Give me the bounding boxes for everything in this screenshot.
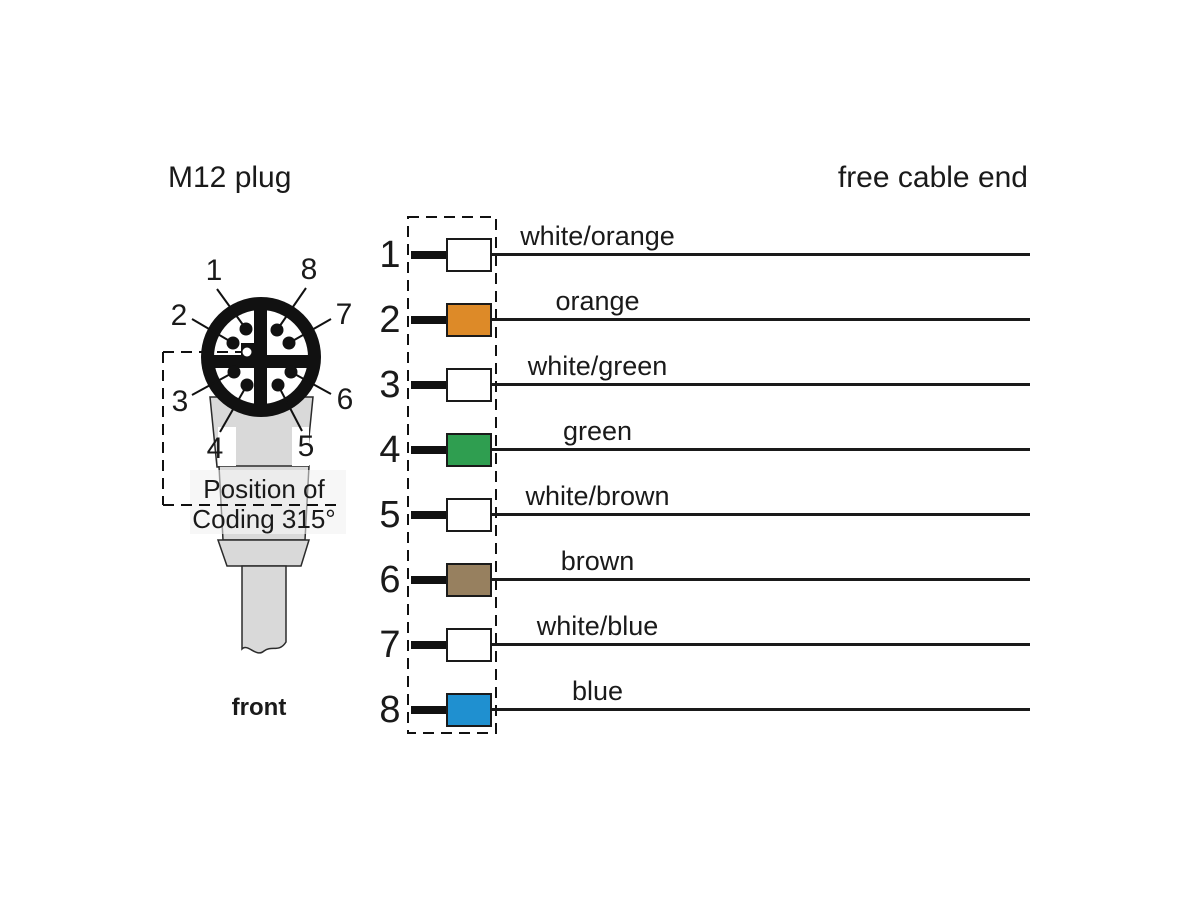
leader-line-3: [191, 371, 235, 396]
wire-pin-number-6: 6: [379, 559, 401, 601]
pin-number-label-4: 4: [206, 432, 224, 465]
wire-pin-number-4: 4: [379, 429, 401, 471]
pin-dot-6: [284, 365, 298, 379]
wire-color-box-8: [446, 693, 492, 727]
wire-stub-4: [411, 446, 447, 454]
pin-dot-7: [282, 336, 296, 350]
leader-line-7: [288, 318, 332, 344]
front-label: front: [231, 694, 287, 721]
coding-position-line1: Position of: [203, 474, 325, 504]
coding-position-line2: Coding 315°: [192, 504, 336, 534]
pin-number-label-2: 2: [170, 299, 188, 332]
pin-dot-8: [270, 323, 284, 337]
wire-color-box-4: [446, 433, 492, 467]
wire-line-3: [491, 383, 1030, 386]
wire-color-label-8: blue: [571, 676, 624, 706]
wire-line-2: [491, 318, 1030, 321]
wire-stub-7: [411, 641, 447, 649]
wire-color-label-2: orange: [555, 286, 640, 316]
wire-color-label-4: green: [562, 416, 633, 446]
wire-color-label-3: white/green: [527, 351, 668, 381]
wire-pin-number-7: 7: [379, 624, 401, 666]
pin-dots: [226, 322, 298, 392]
wire-pin-number-2: 2: [379, 299, 401, 341]
leader-lines: [191, 287, 332, 433]
wire-pin-number-8: 8: [379, 689, 401, 731]
wire-color-box-5: [446, 498, 492, 532]
pin-number-label-7: 7: [335, 298, 353, 331]
pin-dot-4: [240, 378, 254, 392]
leader-line-5: [277, 384, 303, 432]
wire-color-box-6: [446, 563, 492, 597]
wire-line-6: [491, 578, 1030, 581]
pin-dot-3: [227, 365, 241, 379]
wire-color-box-7: [446, 628, 492, 662]
wire-rows-graphics: [411, 238, 1030, 727]
leader-line-1: [216, 288, 247, 330]
wire-termination-dashed-box: [407, 216, 497, 734]
coding-position-note: Position of Coding 315°: [178, 474, 350, 534]
pin-dot-2: [226, 336, 240, 350]
wire-stub-3: [411, 381, 447, 389]
wire-pin-number-1: 1: [379, 234, 401, 276]
wire-color-label-6: brown: [560, 546, 635, 576]
wire-color-box-2: [446, 303, 492, 337]
plug-cable: [241, 565, 287, 654]
wire-color-box-1: [446, 238, 492, 272]
leader-line-8: [276, 287, 307, 331]
wire-line-7: [491, 643, 1030, 646]
pin-number-label-6: 6: [336, 383, 354, 416]
wire-line-5: [491, 513, 1030, 516]
wire-stub-5: [411, 511, 447, 519]
wire-color-label-5: white/brown: [525, 481, 670, 511]
label4-cutout: [218, 427, 236, 466]
plug-title: M12 plug: [168, 161, 292, 194]
wire-stub-2: [411, 316, 447, 324]
leader-line-2: [191, 318, 234, 344]
connector-cross-horizontal: [204, 355, 318, 368]
pin-number-label-3: 3: [171, 385, 189, 418]
wire-color-box-3: [446, 368, 492, 402]
cable-end-title: free cable end: [837, 161, 1028, 194]
pin-number-label-5: 5: [297, 430, 315, 463]
wire-stub-1: [411, 251, 447, 259]
pin-dot-1: [239, 322, 253, 336]
wire-pin-number-3: 3: [379, 364, 401, 406]
wire-pin-number-5: 5: [379, 494, 401, 536]
leader-line-6: [290, 371, 332, 395]
plug-collar: [216, 539, 311, 567]
wire-color-label-7: white/blue: [536, 611, 659, 641]
coding-position-dot: [242, 347, 252, 357]
connector-face: [201, 297, 321, 417]
label5-cutout: [292, 427, 309, 466]
pin-number-label-1: 1: [205, 254, 223, 287]
pin-number-label-8: 8: [300, 253, 318, 286]
wire-line-1: [491, 253, 1030, 256]
pin-dot-5: [271, 378, 285, 392]
wire-line-8: [491, 708, 1030, 711]
leader-line-4: [219, 384, 248, 433]
coding-band-over: [190, 470, 346, 534]
coding-callout-dashes: [162, 351, 337, 506]
wire-stub-6: [411, 576, 447, 584]
wire-line-4: [491, 448, 1030, 451]
wire-color-label-1: white/orange: [520, 221, 675, 251]
wire-stub-8: [411, 706, 447, 714]
